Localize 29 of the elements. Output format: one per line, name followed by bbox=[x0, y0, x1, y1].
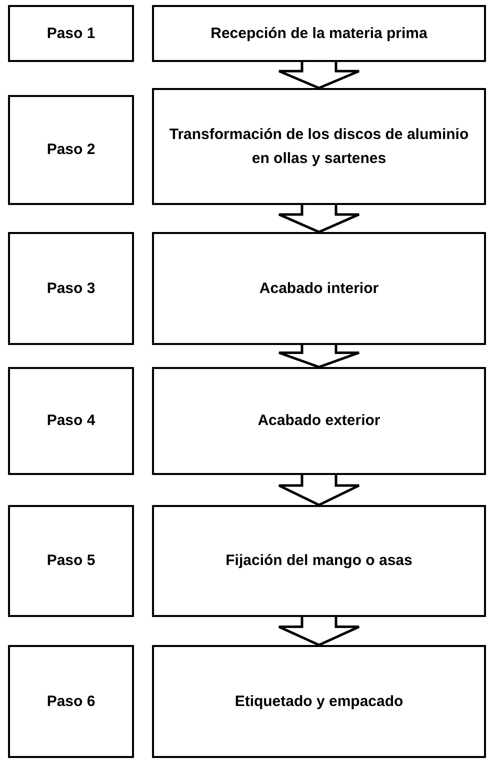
block-arrow bbox=[278, 474, 360, 506]
step-label: Paso 4 bbox=[46, 411, 96, 432]
block-arrow bbox=[278, 344, 360, 368]
step-number-box bbox=[8, 232, 134, 345]
step-number-box bbox=[8, 5, 134, 62]
step-label: Paso 1 bbox=[46, 24, 96, 44]
step-description: Acabado interior bbox=[259, 278, 379, 299]
step-description: Etiquetado y empacado bbox=[234, 692, 404, 712]
step-description: Transformación de los discos de aluminio en ollas y sartenes bbox=[168, 125, 470, 168]
block-arrow bbox=[278, 616, 360, 646]
step-description: Acabado exterior bbox=[258, 411, 380, 432]
step-label: Paso 2 bbox=[46, 140, 96, 160]
process-box bbox=[152, 367, 486, 475]
process-box bbox=[152, 232, 486, 345]
step-label: Paso 3 bbox=[46, 278, 96, 299]
block-arrow bbox=[278, 204, 360, 234]
step-description: Fijación del mango o asas bbox=[226, 551, 412, 572]
step-description: Recepción de la materia prima bbox=[210, 24, 428, 44]
process-box bbox=[152, 88, 486, 205]
step-label: Paso 6 bbox=[46, 692, 96, 712]
step-number-box bbox=[8, 367, 134, 475]
process-box bbox=[152, 645, 486, 758]
process-box bbox=[152, 5, 486, 62]
step-number-box bbox=[8, 645, 134, 758]
process-box bbox=[152, 505, 486, 617]
step-number-box bbox=[8, 505, 134, 617]
step-number-box bbox=[8, 95, 134, 205]
block-arrow bbox=[278, 60, 360, 90]
step-label: Paso 5 bbox=[46, 551, 96, 572]
